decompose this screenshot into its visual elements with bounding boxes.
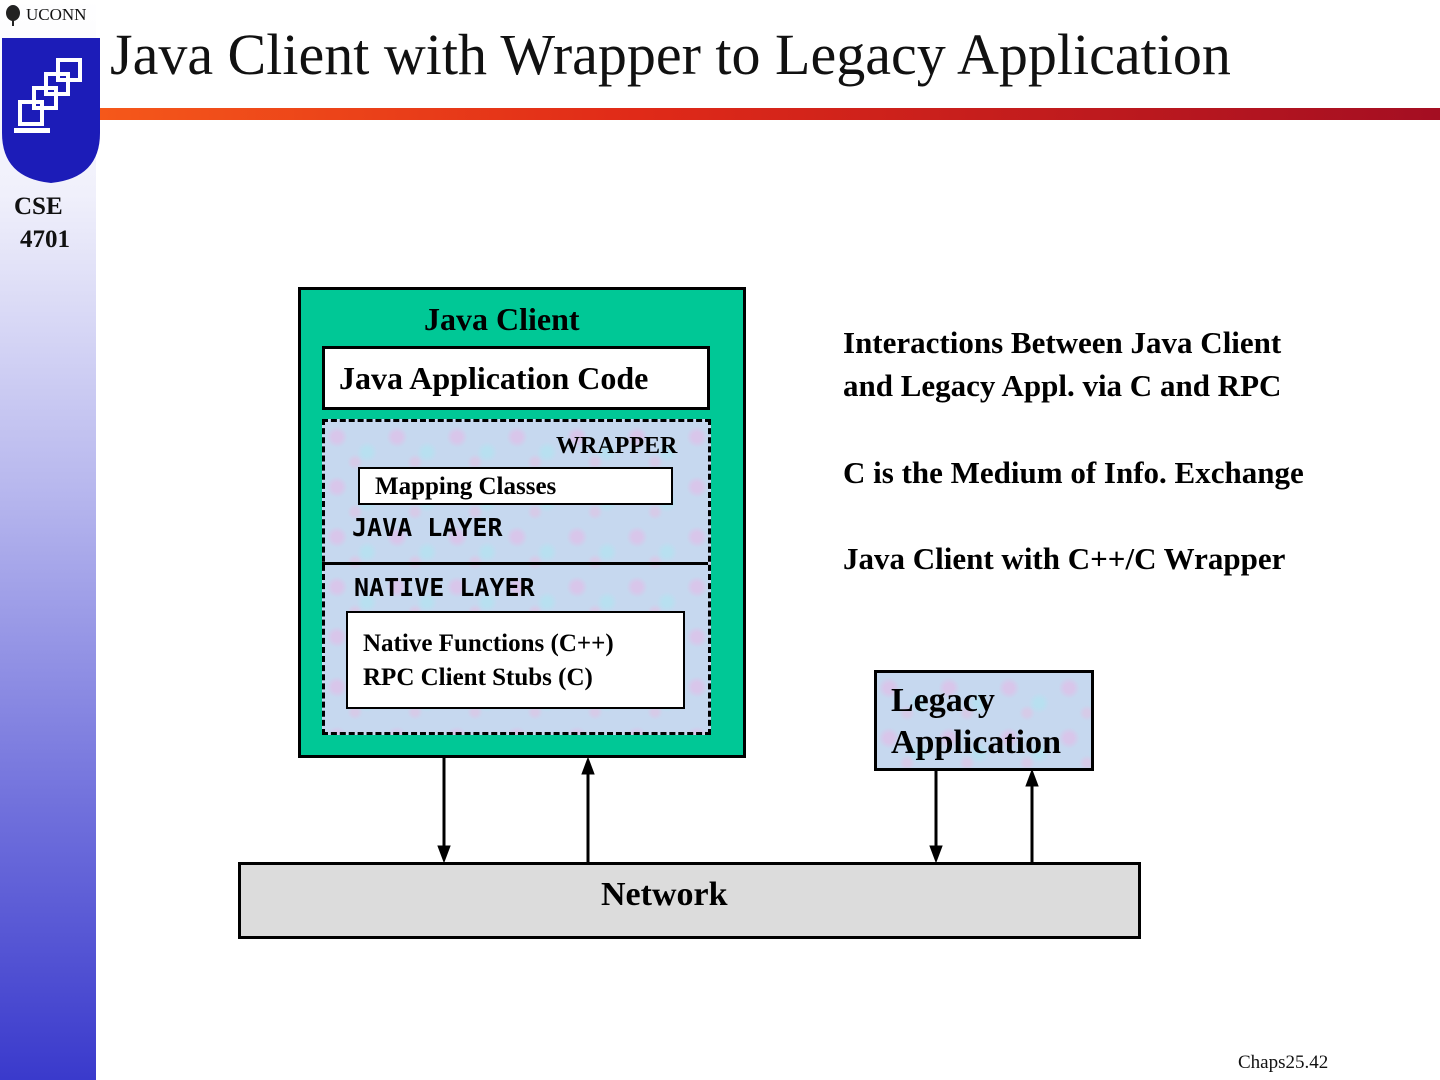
arrowhead [929,845,943,864]
course-number: 4701 [20,226,70,253]
cse-logo-shield [2,38,100,183]
arrowhead [437,845,451,864]
oak-leaf-icon [6,5,20,26]
native-functions-label: Native Functions (C++) [363,630,614,657]
slide-number: Chaps25.42 [1238,1052,1329,1073]
rpc-stubs-label: RPC Client Stubs (C) [363,664,593,691]
description-line: Java Client with C++/C Wrapper [843,541,1286,576]
slide-title: Java Client with Wrapper to Legacy Appli… [110,22,1231,87]
title-underline-bar [100,108,1440,120]
native-functions-box [346,611,685,709]
arrowhead [581,756,595,775]
wrapper-label: WRAPPER [556,433,678,459]
course-prefix: CSE [14,193,63,220]
layer-divider [322,562,708,565]
network-box [238,862,1141,939]
description-line: Interactions Between Java Client [843,325,1282,360]
legacy-application-box [874,670,1094,771]
arrowhead [1025,768,1039,787]
description-line: C is the Medium of Info. Exchange [843,455,1304,490]
mapping-classes-box [358,467,673,505]
university-name: UCONN [26,5,87,24]
legacy-label: Legacy [891,682,995,719]
network-label: Network [601,876,728,913]
java-app-code-label: Java Application Code [339,360,649,396]
description-line: and Legacy Appl. via C and RPC [843,368,1282,403]
java-app-code-box [322,346,710,410]
mapping-classes-label: Mapping Classes [375,473,557,500]
native-layer-label: NATIVE LAYER [354,573,535,602]
application-label: Application [891,724,1062,761]
java-layer-label: JAVA LAYER [352,513,503,542]
java-client-label: Java Client [424,301,580,337]
